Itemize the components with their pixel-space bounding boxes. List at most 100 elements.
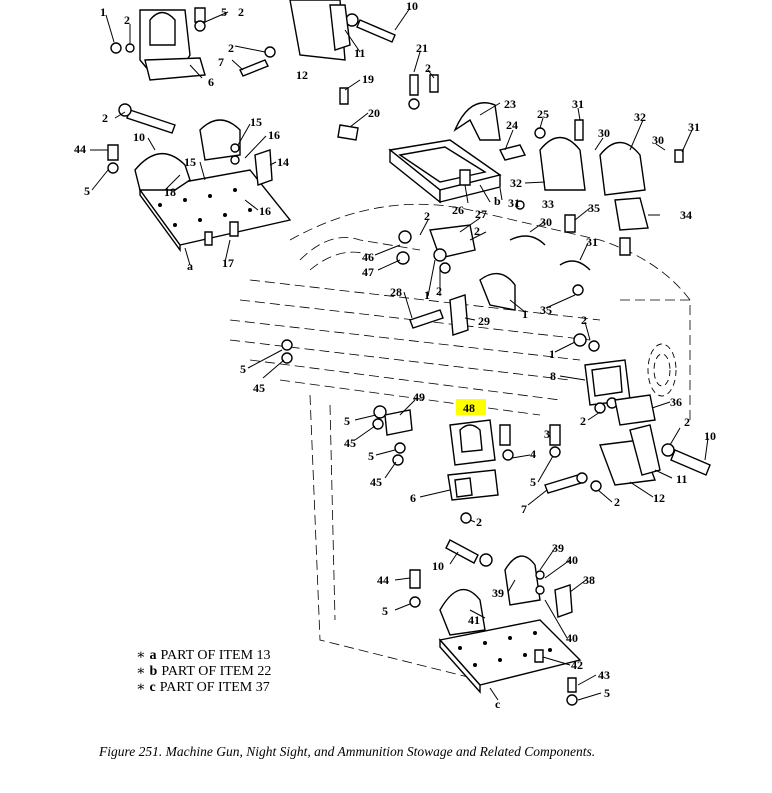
leader-lines [90, 7, 709, 701]
callout-5: 5 [530, 475, 536, 489]
callout-21: 21 [416, 41, 428, 55]
callout-38: 38 [583, 573, 595, 587]
left-mount-plate-assembly [107, 103, 292, 253]
callout-44: 44 [377, 573, 389, 587]
callout-2: 2 [684, 415, 690, 429]
callout-31: 31 [688, 120, 700, 134]
callout-48: 48 [463, 401, 475, 415]
callout-b: b [494, 194, 501, 208]
callout-2: 2 [476, 515, 482, 529]
callout-40: 40 [566, 631, 578, 645]
callout-2: 2 [474, 224, 480, 238]
callout-11: 11 [676, 472, 687, 486]
callout-36: 36 [670, 395, 682, 409]
callout-2: 2 [102, 111, 108, 125]
callout-7: 7 [218, 55, 224, 69]
callout-30: 30 [652, 133, 664, 147]
callout-5: 5 [221, 5, 227, 19]
callout-14: 14 [277, 155, 289, 169]
callout-7: 7 [521, 502, 527, 516]
callout-6: 6 [208, 75, 214, 89]
night-sight-frame-assembly [337, 74, 546, 204]
figure-caption: Figure 251. Machine Gun, Night Sight, an… [98, 744, 595, 759]
callout-47: 47 [362, 265, 374, 279]
callout-45: 45 [253, 381, 265, 395]
callout-1: 1 [549, 347, 555, 361]
callout-2: 2 [228, 41, 234, 55]
callout-2: 2 [436, 284, 442, 298]
right-bracket-assembly [544, 333, 711, 494]
callout-20: 20 [368, 106, 380, 120]
callout-5: 5 [368, 449, 374, 463]
callout-35: 35 [588, 201, 600, 215]
callout-26: 26 [452, 203, 464, 217]
center-bracket-assembly [396, 224, 516, 336]
callout-2: 2 [581, 313, 587, 327]
callout-32: 32 [634, 110, 646, 124]
callout-5: 5 [344, 414, 350, 428]
callout-31: 31 [508, 196, 520, 210]
callout-30: 30 [598, 126, 610, 140]
callout-42: 42 [571, 658, 583, 672]
callout-31: 31 [586, 235, 598, 249]
callout-18: 18 [164, 185, 176, 199]
callout-43: 43 [598, 668, 610, 682]
callout-2: 2 [614, 495, 620, 509]
callout-34: 34 [680, 208, 692, 222]
callout-45: 45 [370, 475, 382, 489]
callout-39: 39 [492, 586, 504, 600]
lower-mount-plate-assembly [409, 539, 582, 706]
callout-5: 5 [382, 604, 388, 618]
callout-2: 2 [238, 5, 244, 19]
callout-28: 28 [390, 285, 402, 299]
callout-24: 24 [506, 118, 518, 132]
highlight-48-box [456, 399, 486, 415]
callout-40: 40 [566, 553, 578, 567]
callout-1: 1 [100, 5, 106, 19]
callout-11: 11 [354, 46, 365, 60]
callout-33: 33 [542, 197, 554, 211]
callout-30: 30 [540, 215, 552, 229]
callout-a: a [187, 259, 193, 273]
callout-10: 10 [704, 429, 716, 443]
callout-5: 5 [84, 184, 90, 198]
callout-31: 31 [572, 97, 584, 111]
callout-8: 8 [550, 369, 556, 383]
callout-4: 4 [530, 447, 536, 461]
callout-2: 2 [124, 13, 130, 27]
callout-44: 44 [74, 142, 86, 156]
callout-32: 32 [510, 176, 522, 190]
callout-2: 2 [425, 61, 431, 75]
left-fastener-group [281, 339, 293, 364]
callout-12: 12 [296, 68, 308, 82]
callout-49: 49 [413, 390, 425, 404]
callout-16: 16 [259, 204, 271, 218]
callout-15: 15 [250, 115, 262, 129]
callout-3: 3 [544, 427, 550, 441]
top-left-bracket-assembly [110, 0, 396, 81]
callout-1: 1 [522, 307, 528, 321]
callout-46: 46 [362, 250, 374, 264]
callout-27: 27 [475, 207, 487, 221]
callout-19: 19 [362, 72, 374, 86]
callout-labels: 1 2 5 2 10 2 11 12 6 7 21 2 19 20 23 24 … [74, 0, 716, 711]
callout-2: 2 [580, 414, 586, 428]
callout-23: 23 [504, 97, 516, 111]
callout-45: 45 [344, 436, 356, 450]
right-clamp-assembly [509, 119, 684, 296]
callout-35: 35 [540, 303, 552, 317]
callout-6: 6 [410, 491, 416, 505]
callout-c: c [495, 697, 501, 711]
callout-17: 17 [222, 256, 234, 270]
callout-10: 10 [406, 0, 418, 13]
callout-25: 25 [537, 107, 549, 121]
callout-1: 1 [424, 288, 430, 302]
vehicle-hull-outline [229, 203, 691, 681]
callout-12: 12 [653, 491, 665, 505]
callout-15: 15 [184, 155, 196, 169]
